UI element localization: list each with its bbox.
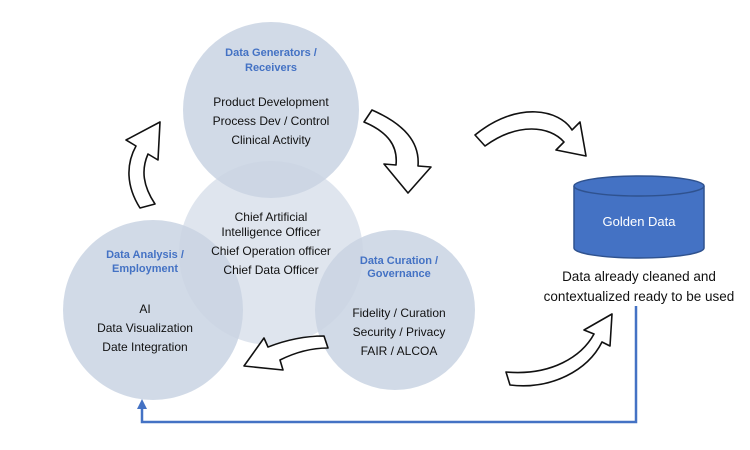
golden-caption-line1: Data already cleaned and [562,269,716,284]
analysis-item-2: Data Visualization [97,321,193,335]
curation-item-1: Fidelity / Curation [352,306,445,320]
curation-item-2: Security / Privacy [353,325,446,339]
center-item-4: Chief Data Officer [223,263,318,277]
analysis-title-line2: Employment [112,263,178,275]
elbow-arrow-icon [137,306,638,424]
generators-item-2: Process Dev / Control [213,114,330,128]
golden-data-label: Golden Data [603,214,677,229]
generators-item-1: Product Development [213,95,329,109]
analysis-title-line1: Data Analysis / [106,249,184,261]
generators-item-3: Clinical Activity [231,133,310,147]
curation-title-line2: Governance [367,268,431,280]
center-item-2: Intelligence Officer [221,225,320,239]
curation-item-3: FAIR / ALCOA [361,344,438,358]
generators-title-line2: Receivers [245,62,297,74]
analysis-item-1: AI [139,302,150,316]
curved-arrow-icon [474,111,587,157]
circle-center-officers [179,161,363,345]
analysis-item-3: Date Integration [102,340,187,354]
curation-title-line1: Data Curation / [360,255,438,267]
center-item-3: Chief Operation officer [211,244,331,258]
golden-caption-line2: contextualized ready to be used [544,289,735,304]
curved-arrow-icon [125,121,161,209]
curved-arrow-icon [505,313,613,387]
center-item-1: Chief Artificial [235,210,308,224]
circle-data-generators [183,22,359,198]
curved-arrow-icon [243,335,329,371]
golden-data-cylinder: Golden Data [573,175,705,259]
curved-arrow-icon [363,109,432,194]
generators-title-line1: Data Generators / [225,47,317,59]
